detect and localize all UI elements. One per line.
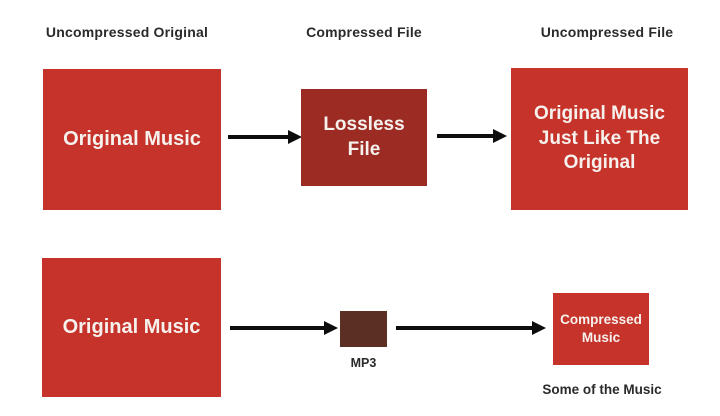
compressed-music-box: Compressed Music (553, 293, 649, 365)
lossless-file-box: Lossless File (301, 89, 427, 186)
arrow-right-icon (230, 321, 338, 335)
arrow-head (532, 321, 546, 335)
arrow-shaft (437, 134, 493, 138)
arrow-shaft (230, 326, 324, 330)
heading-uncompressed-original: Uncompressed Original (45, 24, 209, 40)
lossless-output-box: Original Music Just Like The Original (511, 68, 688, 210)
arrow-shaft (396, 326, 532, 330)
arrow-right-icon (396, 321, 546, 335)
arrow-right-icon (437, 129, 507, 143)
lossy-source-box: Original Music (42, 258, 221, 397)
heading-compressed-file: Compressed File (306, 24, 422, 40)
arrow-right-icon (228, 130, 302, 144)
arrow-head (493, 129, 507, 143)
arrow-head (324, 321, 338, 335)
arrow-head (288, 130, 302, 144)
compressed-music-caption: Some of the Music (542, 382, 662, 397)
mp3-label: MP3 (350, 356, 377, 370)
mp3-file-box (340, 311, 387, 347)
lossless-source-box: Original Music (43, 69, 221, 210)
heading-uncompressed-file: Uncompressed File (540, 24, 674, 40)
arrow-shaft (228, 135, 288, 139)
